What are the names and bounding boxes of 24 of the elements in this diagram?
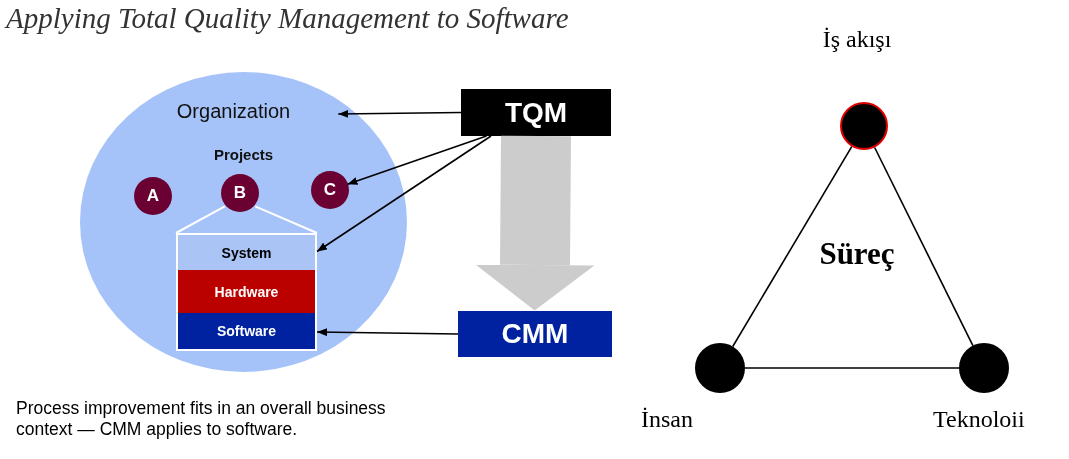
- connector-line: [873, 146, 974, 347]
- project-circle: C: [311, 171, 349, 209]
- projects-label: Projects: [212, 146, 275, 163]
- caption: Process improvement fits in an overall business context — CMM applies to software.: [16, 398, 387, 440]
- vertex-label: Teknoloii: [933, 406, 1025, 433]
- label-box: CMM: [458, 311, 612, 357]
- connector-line: [732, 145, 853, 348]
- arrow: [346, 135, 488, 186]
- hardware-layer: Hardware: [176, 270, 317, 313]
- label-box: TQM: [461, 89, 611, 136]
- system-layer: System: [176, 233, 317, 270]
- arrow: [316, 328, 459, 337]
- vertex-label: İnsan: [641, 406, 693, 433]
- vertex-label: İş akışı: [821, 26, 893, 53]
- organization-label: Organization: [175, 100, 292, 123]
- project-circle: B: [221, 174, 259, 212]
- center-label: Süreç: [818, 236, 896, 272]
- software-layer: Software: [176, 313, 317, 351]
- arrow: [316, 135, 492, 253]
- connector-line: [744, 367, 960, 369]
- callout-lines: [175, 205, 318, 234]
- project-circle: A: [134, 177, 172, 215]
- arrow: [337, 109, 462, 118]
- title: Applying Total Quality Management to Software: [6, 2, 570, 34]
